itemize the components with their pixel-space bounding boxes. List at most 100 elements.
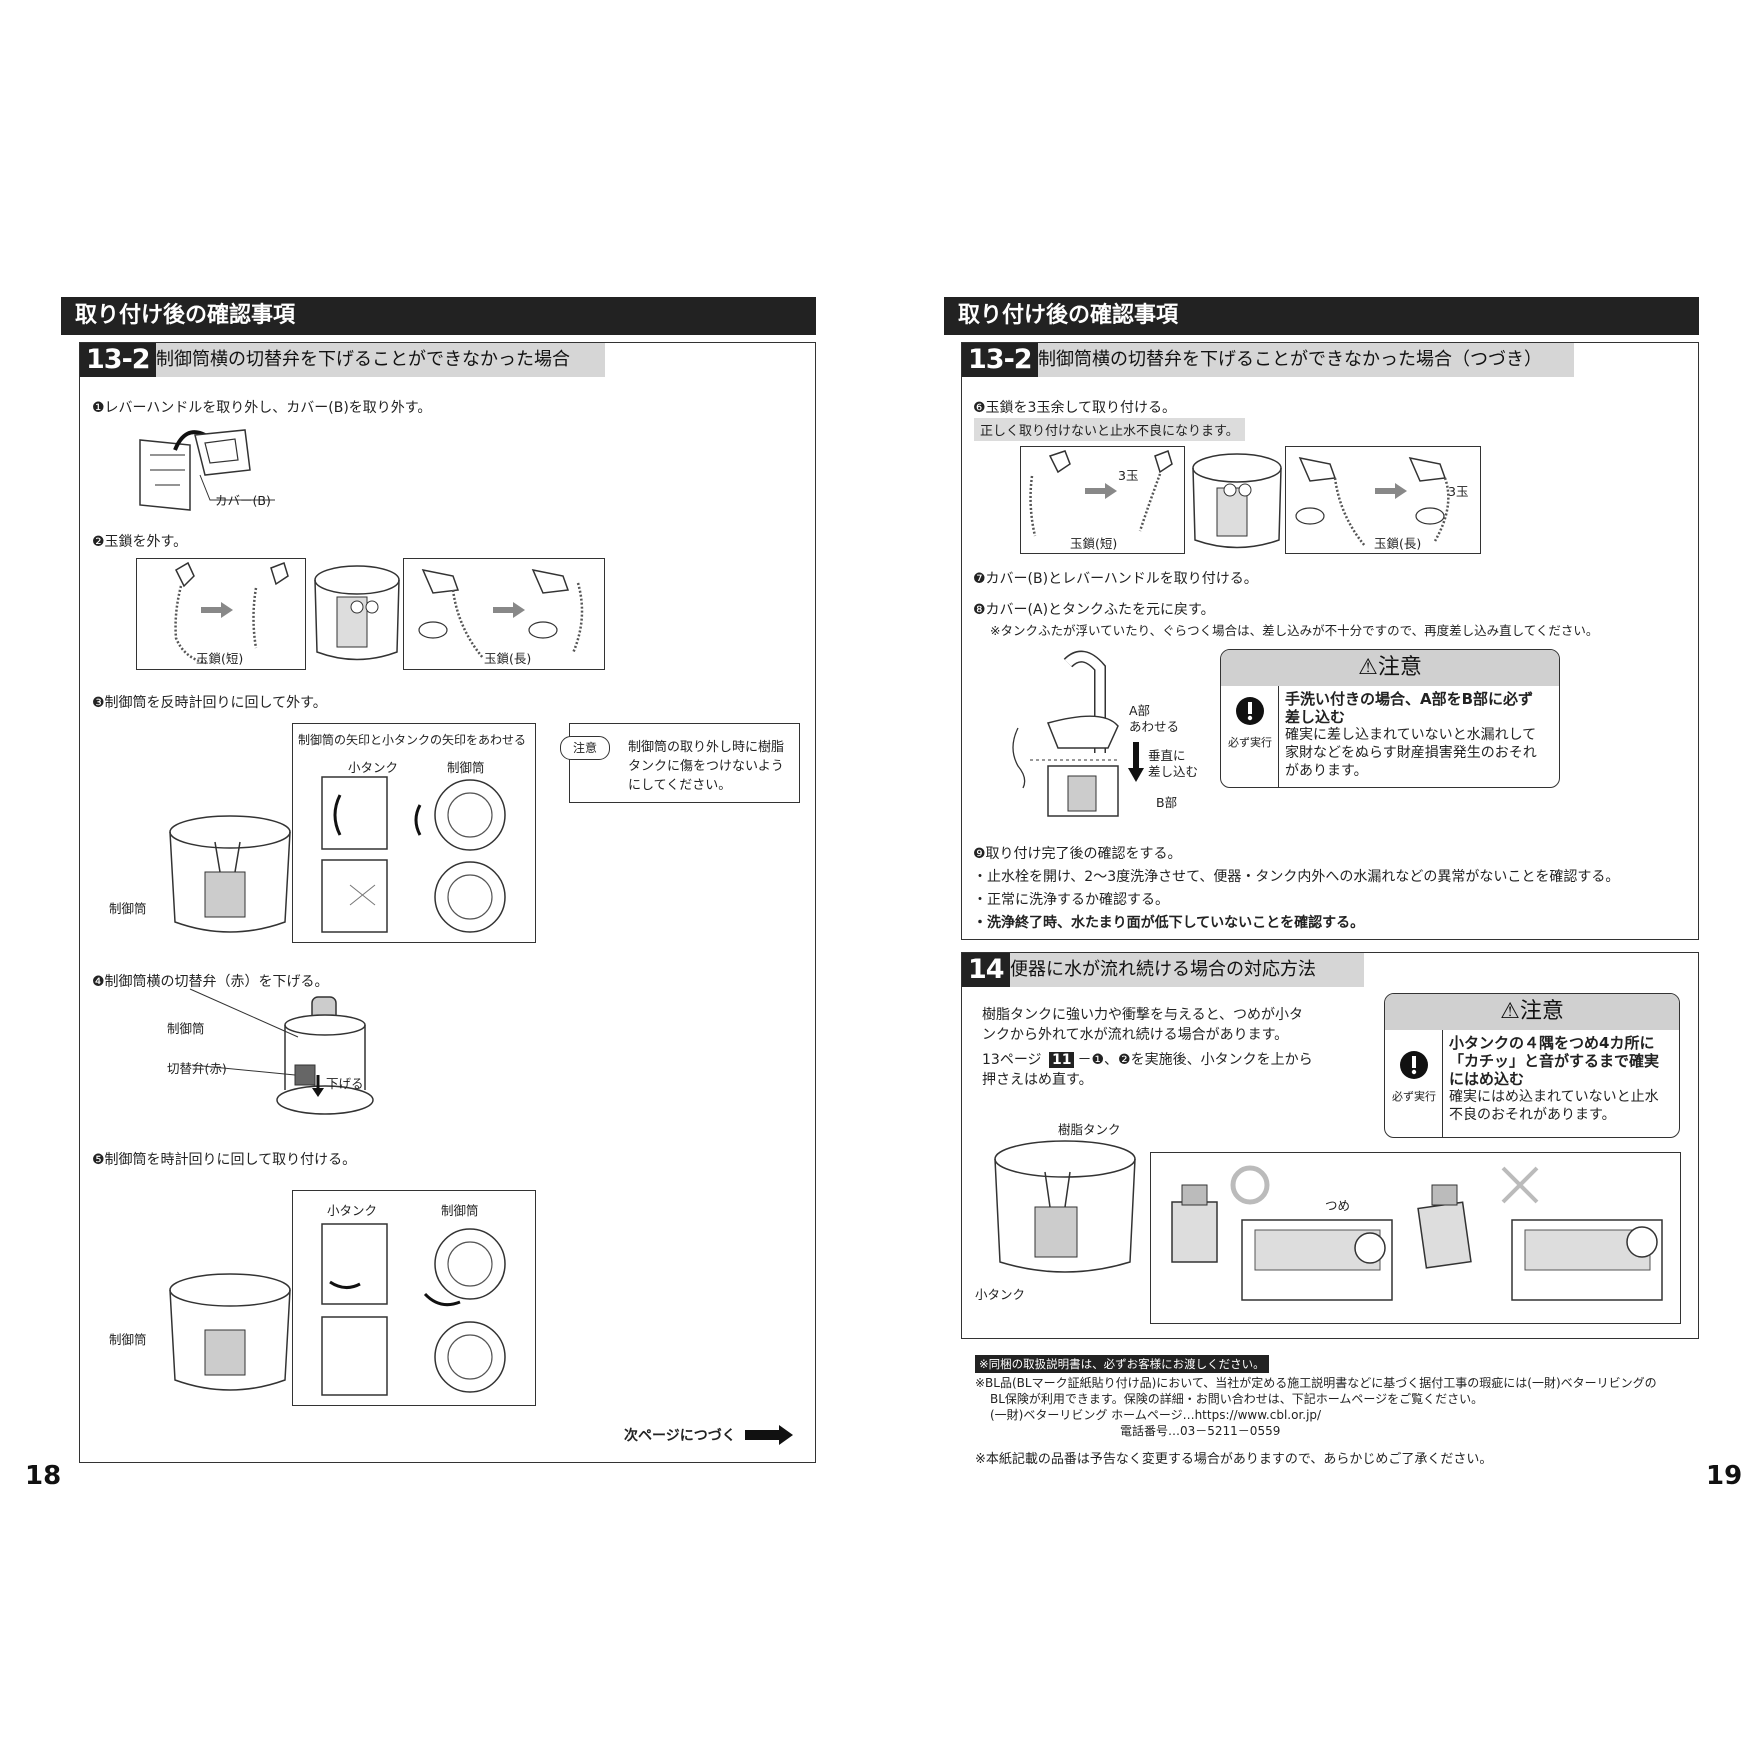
step5-small-tank-label: 小タンク (327, 1203, 378, 1218)
step3-small-tank-label: 小タンク (348, 760, 399, 775)
step2-tank-illustration (314, 565, 400, 661)
right-upper-frame (961, 342, 1699, 940)
warning1-body: 手洗い付きの場合、A部をB部に必ず 差し込む 確実に差し込まれていないと水漏れし… (1285, 690, 1553, 780)
step8-note: ※タンクふたが浮いていたり、ぐらつく場合は、差し込みが不十分ですので、再度差し込… (990, 623, 1599, 638)
step8-b-label: B部 (1156, 795, 1178, 810)
section14-frame (961, 952, 1699, 1339)
caution-line1: 制御筒の取り外し時に樹脂 (628, 740, 785, 755)
s14-ref-badge: 11 (1049, 1052, 1075, 1068)
footer-line-2: BL保険が利用できます。保険の詳細・お問い合わせは、下記ホームページをご覧くださ… (990, 1392, 1484, 1406)
caution-line3: にしてください。 (628, 778, 732, 793)
s14-small-tank-label: 小タンク (975, 1287, 1026, 1302)
step3-control-label: 制御筒 (447, 760, 485, 775)
warning1-exclamation-icon (1236, 697, 1264, 725)
step2-text: ❷玉鎖を外す。 (92, 534, 188, 550)
check-2: ・正常に洗浄するか確認する。 (973, 892, 1169, 908)
continue-arrow-icon (745, 1425, 793, 1445)
step3-diagram-caption: 制御筒の矢印と小タンクの矢印をあわせる (298, 733, 527, 747)
warning2-left-cell: 必ず実行 (1385, 1030, 1443, 1137)
step8-vertical-label: 垂直に (1148, 748, 1186, 763)
warning2-line-1: 確実にはめ込まれていないと止水 (1449, 1089, 1659, 1105)
s14-line-4: 押さえはめ直す。 (982, 1072, 1093, 1088)
warning2-head: ⚠注意 (1385, 994, 1679, 1030)
step6-tank-illustration (1192, 453, 1282, 549)
footer-line-1: ※BL品(BLマーク証紙貼り付け品)において、当社が定める施工説明書などに基づく… (975, 1376, 1657, 1390)
step1-text: ❶レバーハンドルを取り外し、カバー(B)を取り外す。 (92, 400, 432, 416)
step3-control-label-left: 制御筒 (109, 901, 147, 916)
step8-a-label: A部 (1129, 703, 1151, 718)
footer-line-4: 電話番号…03－5211－0559 (1120, 1424, 1281, 1438)
step6-text: ❻玉鎖を3玉余して取り付ける。 (973, 400, 1177, 416)
right-section-head: 13-2 制御筒横の切替弁を下げることができなかった場合（つづき） (962, 343, 1574, 377)
warning1-line-3: があります。 (1285, 763, 1368, 779)
step4-down-label: 下げる (326, 1076, 364, 1091)
step8-text: ❽カバー(A)とタンクふたを元に戻す。 (973, 602, 1215, 618)
step6-short-chain-illustration (1029, 450, 1173, 537)
step5-control-label: 制御筒 (441, 1203, 479, 1218)
s14-line-3: 13ページ 11－❶、❷を実施後、小タンクを上から (982, 1049, 1313, 1069)
section14-number: 14 (962, 953, 1010, 987)
step8-align-label: あわせる (1129, 719, 1180, 734)
warning2-bold-1: 小タンクの４隅をつめ4カ所に (1449, 1034, 1655, 1052)
left-page-number: 18 (25, 1461, 62, 1491)
right-header-title: 取り付け後の確認事項 (958, 303, 1179, 328)
s14-page-ref: 13ページ (982, 1052, 1042, 1068)
footer-dark-note: ※同梱の取扱説明書は、必ずお客様にお渡しください。 (975, 1355, 1269, 1373)
footer-line-5: ※本紙記載の品番は予告なく変更する場合がありますので、あらかじめご了承ください。 (975, 1452, 1493, 1467)
s14-wrong-illustration (1417, 1184, 1663, 1301)
right-page-number: 19 (1706, 1461, 1743, 1491)
step6-3balls-label-b: 3玉 (1448, 484, 1469, 499)
step3-text: ❸制御筒を反時計回りに回して外す。 (92, 695, 327, 711)
warning1-head: ⚠注意 (1221, 650, 1559, 686)
s14-correct-illustration (1171, 1184, 1393, 1301)
warning2-body: 小タンクの４隅をつめ4カ所に 「カチッ」と音がするまで確実 にはめ込む 確実には… (1449, 1034, 1673, 1124)
step3-tank-illustration (169, 815, 291, 933)
section14-title: 便器に水が流れ続ける場合の対応方法 (1010, 959, 1316, 980)
step1-illustration (139, 429, 275, 511)
warning-box-2: ⚠注意 必ず実行 小タンクの４隅をつめ4カ所に 「カチッ」と音がするまで確実 に… (1384, 993, 1680, 1138)
caution-icon-left: 注 (572, 741, 585, 755)
step4-control-cylinder-illustration (189, 988, 374, 1115)
check-3: ・洗浄終了時、水たまり面が低下していないことを確認する。 (973, 915, 1365, 931)
step4-control-label: 制御筒 (167, 1021, 205, 1036)
right-section-title: 制御筒横の切替弁を下げることができなかった場合（つづき） (1038, 349, 1542, 370)
step4-valve-label: 切替弁(赤) (167, 1061, 227, 1076)
step6-3balls-label-a: 3玉 (1118, 468, 1139, 483)
s14-line-1: 樹脂タンクに強い力や衝撃を与えると、つめが小タ (982, 1007, 1304, 1023)
step6-long-label: 玉鎖(長) (1374, 536, 1422, 551)
left-section-number: 13-2 (80, 343, 156, 377)
step2-long-label: 玉鎖(長) (484, 651, 532, 666)
s14-wrong-cross-icon (1501, 1166, 1539, 1204)
warning2-bold-3: にはめ込む (1449, 1070, 1525, 1088)
s14-line-2: ンクから外れて水が流れ続ける場合があります。 (982, 1027, 1289, 1043)
caution-icon: 注意 (560, 736, 610, 760)
step2-short-label: 玉鎖(短) (196, 651, 244, 666)
step9-text: ❾取り付け完了後の確認をする。 (973, 846, 1182, 862)
warning1-bold-1: 手洗い付きの場合、A部をB部に必ず (1285, 690, 1534, 708)
warning1-must-label: 必ず実行 (1228, 736, 1272, 749)
caution-icon-right: 意 (585, 741, 598, 755)
left-section-head: 13-2 制御筒横の切替弁を下げることができなかった場合 (80, 343, 605, 377)
left-content-frame (79, 342, 816, 1463)
s14-ref-steps: －❶、❷を実施後、小タンクを上から (1077, 1052, 1313, 1068)
step5-tank-illustration (169, 1273, 291, 1391)
left-header-title: 取り付け後の確認事項 (75, 303, 296, 328)
warning2-bold-2: 「カチッ」と音がするまで確実 (1449, 1052, 1660, 1070)
caution-line2: タンクに傷をつけないよう (628, 759, 784, 774)
left-header-bar: 取り付け後の確認事項 (61, 297, 816, 335)
step8-faucet-illustration (1012, 650, 1119, 817)
step5-text: ❺制御筒を時計回りに回して取り付ける。 (92, 1152, 357, 1168)
step5-rotation-illustration (321, 1223, 506, 1396)
section14-head: 14 便器に水が流れ続ける場合の対応方法 (962, 953, 1364, 987)
right-header-bar: 取り付け後の確認事項 (944, 297, 1699, 335)
warning2-exclamation-icon (1400, 1051, 1428, 1079)
warning1-line-1: 確実に差し込まれていないと水漏れして (1285, 727, 1537, 743)
step2-long-chain-illustration (418, 568, 584, 659)
step6-short-label: 玉鎖(短) (1070, 536, 1118, 551)
step8-down-arrow-icon (1128, 742, 1144, 782)
warning1-left-cell: 必ず実行 (1221, 686, 1279, 787)
step8-insert-label: 差し込む (1148, 764, 1199, 779)
warning2-line-2: 不良のおそれがあります。 (1449, 1107, 1616, 1123)
check-1: ・止水栓を開け、2～3度洗浄させて、便器・タンク内外への水漏れなどの異常がないこ… (973, 869, 1620, 885)
caution-box (569, 723, 800, 803)
